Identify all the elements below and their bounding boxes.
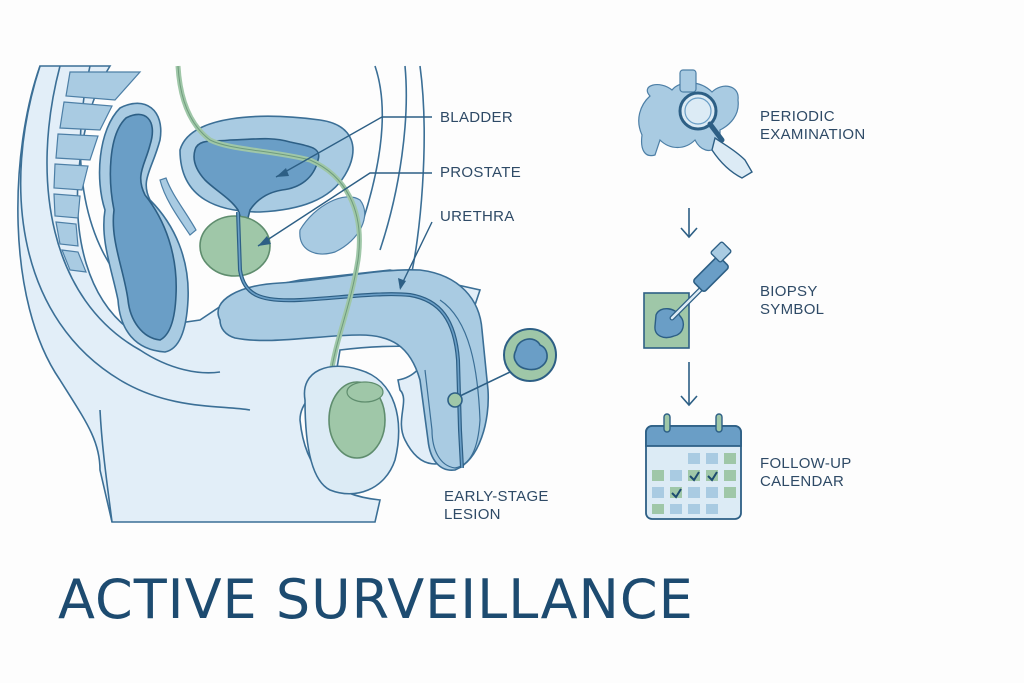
step-label-line1: BIOPSY: [760, 283, 818, 300]
spine: [53, 71, 142, 273]
prostate: [199, 215, 271, 277]
step-label-line1: PERIODIC: [760, 108, 835, 125]
step-label-biopsy: BIOPSY SYMBOL: [760, 283, 824, 319]
bladder: [193, 137, 320, 233]
calendar-icon: [645, 413, 742, 520]
label-urethra: URETHRA: [440, 208, 515, 225]
rectum: [98, 102, 189, 353]
lesion-marker: [447, 392, 463, 408]
biopsy-needle-icon: [643, 241, 732, 349]
step-label-calendar: FOLLOW-UP CALENDAR: [760, 455, 852, 491]
penis-shaft: [217, 268, 490, 471]
step-label-examination: PERIODIC EXAMINATION: [760, 108, 866, 144]
magnifier-pelvis-icon: [638, 69, 753, 179]
step-label-line2: CALENDAR: [760, 473, 845, 490]
checkmark-icons: [671, 471, 718, 499]
label-pointers: [257, 116, 433, 289]
page-title: ACTIVE SURVEILLANCE: [58, 568, 694, 631]
label-prostate: PROSTATE: [440, 164, 522, 181]
label-bladder: BLADDER: [440, 109, 513, 126]
pubic-bone: [299, 196, 366, 255]
step-label-line2: SYMBOL: [760, 301, 825, 318]
label-lesion-line1: EARLY-STAGE: [444, 488, 549, 505]
flow-arrow-1: [680, 208, 698, 239]
flow-arrow-2: [680, 362, 698, 407]
step-label-line2: EXAMINATION: [760, 126, 866, 143]
step-label-line1: FOLLOW-UP: [760, 455, 852, 472]
lesion-cell: [513, 338, 548, 371]
label-lesion: EARLY-STAGE LESION: [444, 488, 549, 524]
label-lesion-line2: LESION: [444, 506, 501, 523]
